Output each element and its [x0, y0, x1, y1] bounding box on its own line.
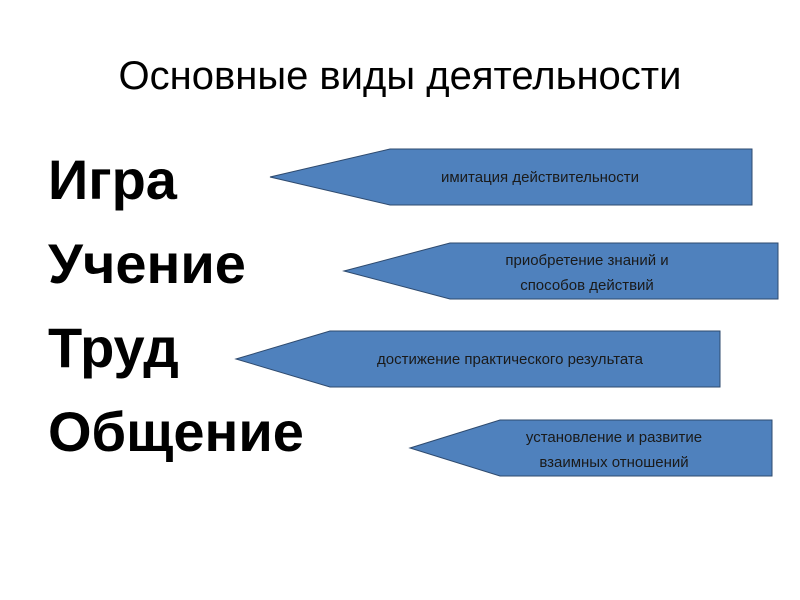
arrow-work-shape — [234, 330, 721, 388]
arrow-learning: приобретение знаний и способов действий — [342, 242, 779, 300]
arrow-learning-shape — [342, 242, 779, 300]
arrow-play: имитация действительности — [269, 148, 753, 206]
arrow-learning-label-line-1: приобретение знаний и — [505, 252, 668, 269]
slide-title: Основные виды деятельности — [118, 54, 682, 98]
arrow-work-label-line-1: достижение практического результата — [377, 351, 644, 368]
activity-play: Игра — [48, 148, 177, 211]
arrow-communication: установление и развитие взаимных отношен… — [408, 419, 773, 477]
arrow-communication-label-line-1: установление и развитие — [526, 429, 702, 446]
activity-work: Труд — [48, 316, 179, 379]
arrow-learning-label-line-2: способов действий — [520, 277, 654, 294]
activity-communication: Общение — [48, 400, 304, 463]
arrow-communication-shape — [408, 419, 773, 477]
arrow-communication-label-line-2: взаимных отношений — [539, 454, 688, 471]
activity-learning: Учение — [48, 232, 246, 295]
arrow-play-label-line-1: имитация действительности — [441, 169, 639, 186]
arrow-play-shape — [269, 148, 753, 206]
arrow-work: достижение практического результата — [234, 330, 721, 388]
